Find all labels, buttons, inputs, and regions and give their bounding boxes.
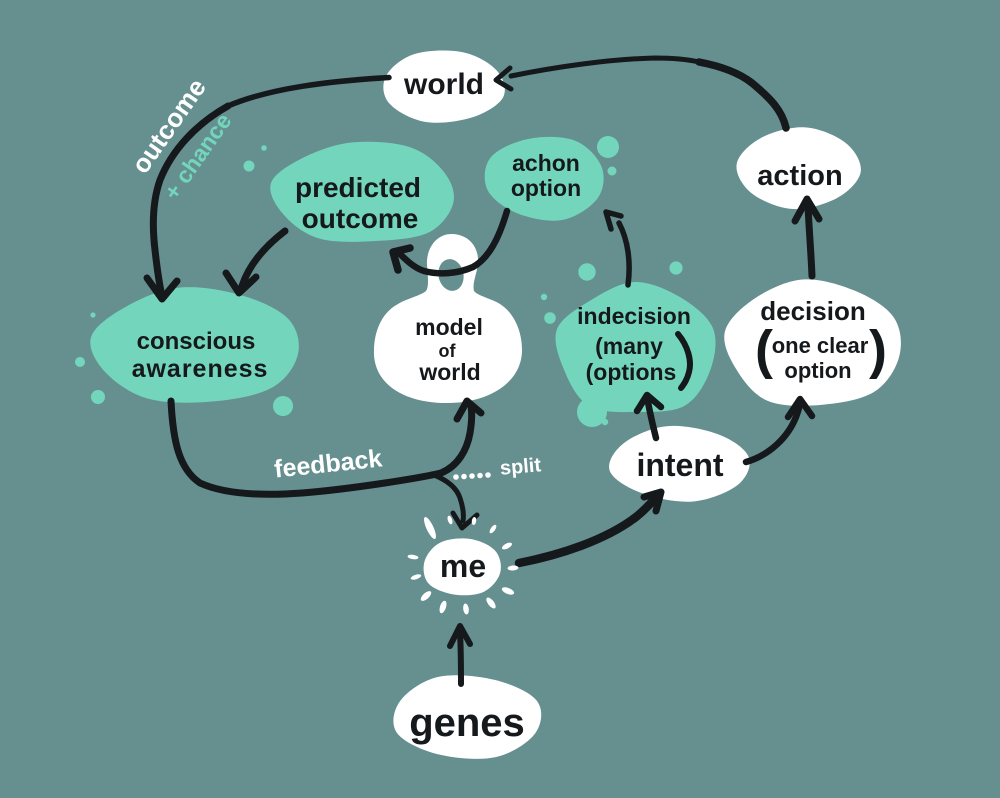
svg-text:split: split xyxy=(499,454,542,480)
svg-text:awareness: awareness xyxy=(132,355,269,383)
svg-text:conscious: conscious xyxy=(137,328,256,355)
svg-text:option: option xyxy=(511,175,581,201)
svg-text:world: world xyxy=(403,68,484,101)
svg-text:decision: decision xyxy=(760,296,865,326)
svg-text:indecision: indecision xyxy=(577,303,691,329)
svg-text:): ) xyxy=(869,320,887,380)
svg-text:outcome: outcome xyxy=(302,203,419,234)
svg-text:of: of xyxy=(439,341,457,361)
svg-text:intent: intent xyxy=(636,447,723,483)
svg-text:action: action xyxy=(757,160,842,192)
svg-text:(: ( xyxy=(755,320,773,380)
svg-text:genes: genes xyxy=(409,701,525,745)
svg-text:one clear: one clear xyxy=(772,333,869,358)
svg-text:option: option xyxy=(784,358,851,383)
svg-text:(many: (many xyxy=(595,333,663,359)
svg-text:model: model xyxy=(415,314,483,340)
svg-text:(options: (options xyxy=(586,359,677,385)
svg-text:world: world xyxy=(418,359,480,385)
svg-text:me: me xyxy=(440,548,486,584)
svg-text:achon: achon xyxy=(512,150,580,176)
svg-text:predicted: predicted xyxy=(295,172,421,203)
